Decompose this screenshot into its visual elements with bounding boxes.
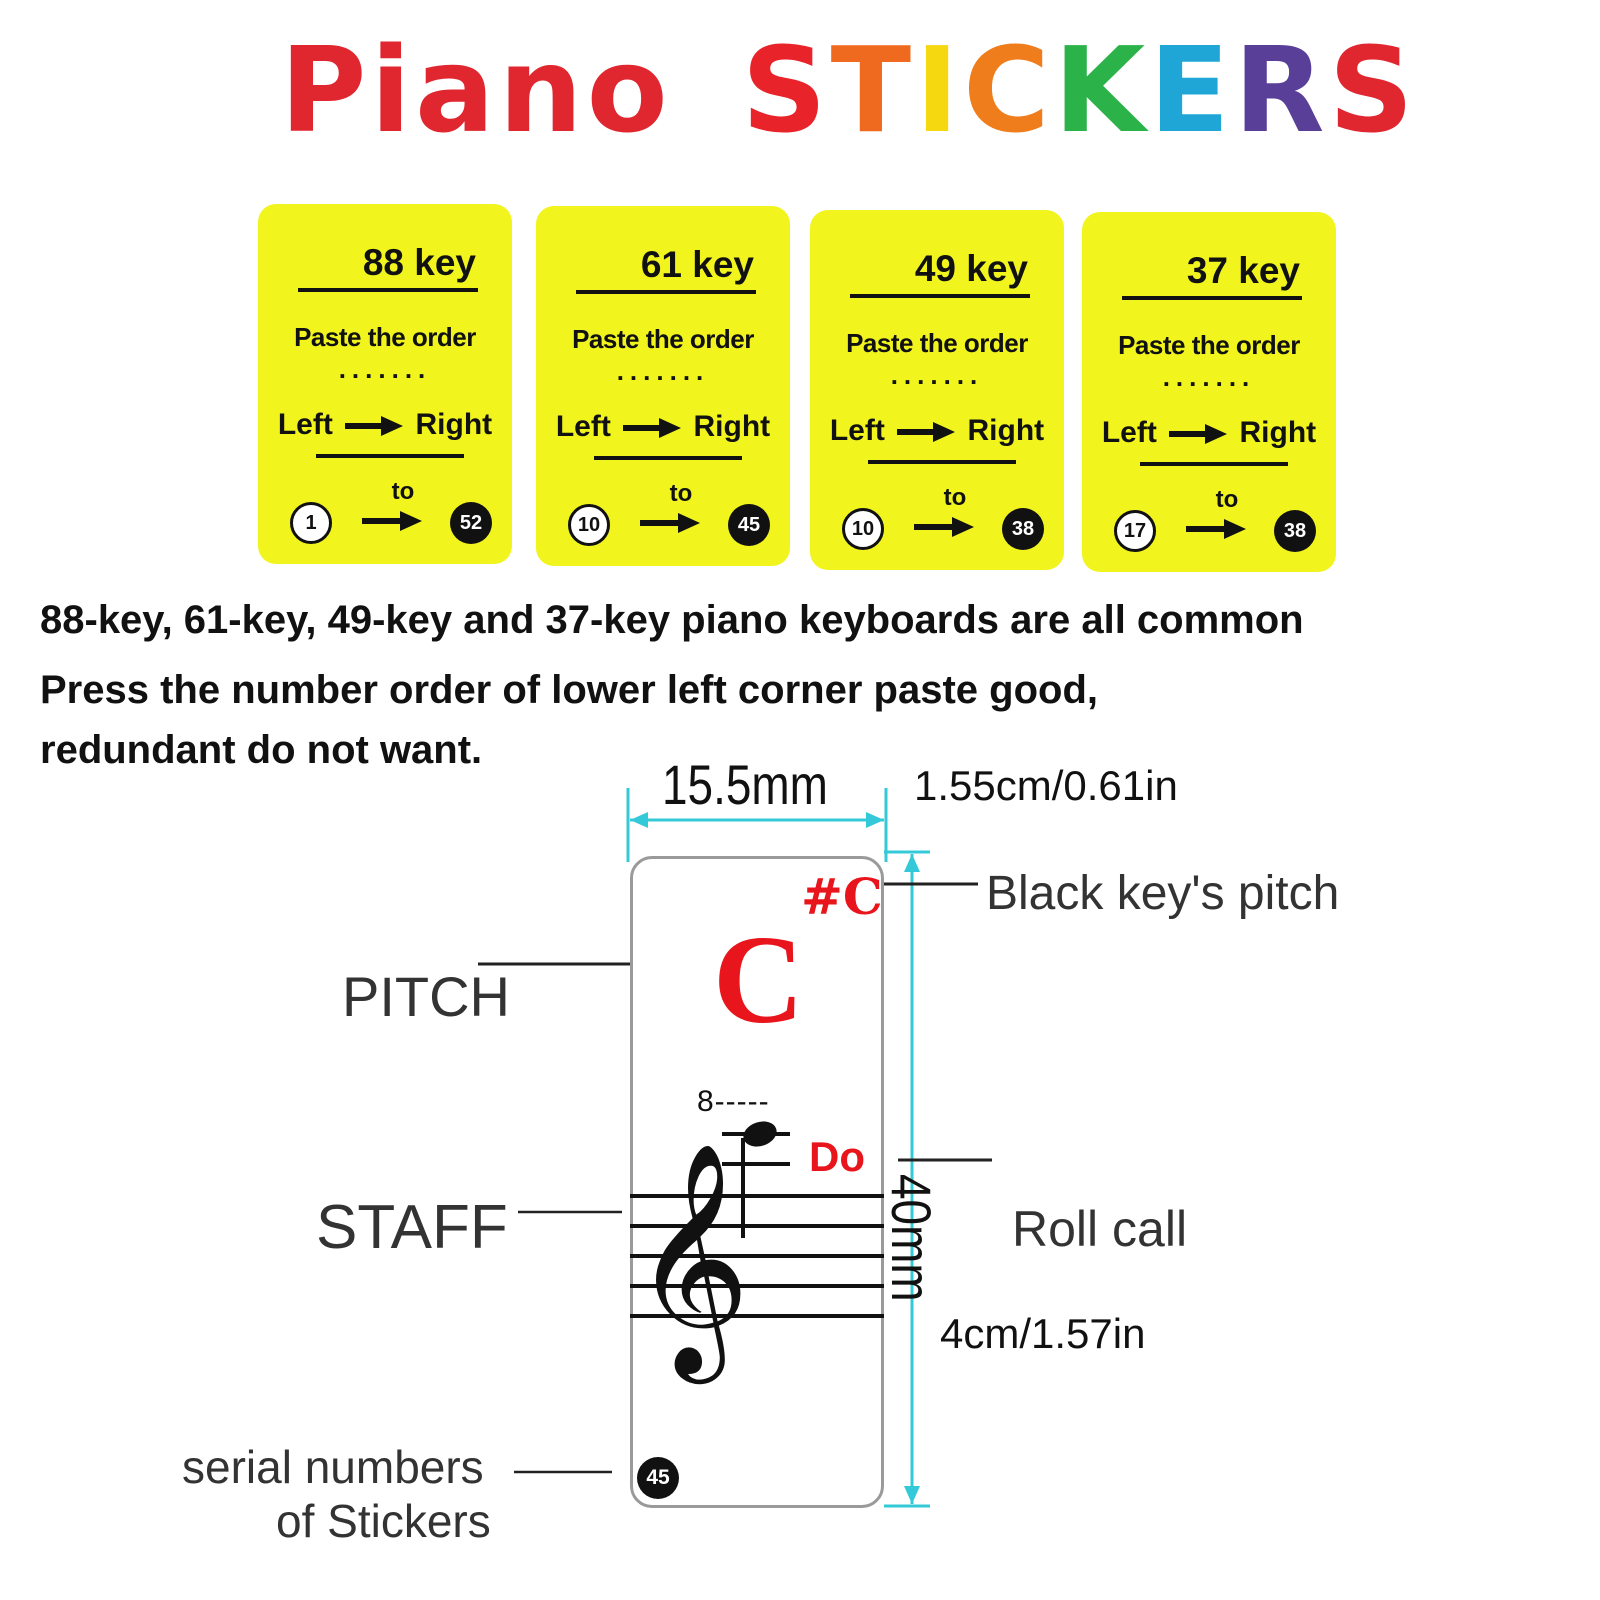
staff-label: STAFF: [316, 1193, 508, 1262]
card-49-key: 49 key Paste the order ....... Left Righ…: [810, 210, 1064, 570]
card-end-number: 52: [450, 502, 492, 544]
card-key-label: 49 key: [914, 248, 1028, 289]
title-word-piano: Piano: [280, 30, 672, 150]
card-start-number: 17: [1114, 510, 1156, 552]
card-left-right: Left Right: [1082, 416, 1336, 450]
card-key-label: 61 key: [640, 244, 754, 285]
card-to-label: to: [669, 480, 693, 507]
title-letter: T: [830, 21, 916, 159]
title-word-stickers: STICKERS: [742, 30, 1418, 150]
width-mm-label: 15.5mm: [662, 753, 828, 816]
to-arrow-icon: [914, 517, 974, 537]
card-paste-order: Paste the order: [572, 324, 754, 354]
card-start-number: 10: [842, 508, 884, 550]
card-dots: .......: [890, 360, 984, 390]
card-left-right: Left Right: [258, 408, 512, 442]
title-letter: i: [370, 21, 415, 159]
card-left-label: Left: [555, 410, 611, 443]
height-cm-in-label: 4cm/1.57in: [940, 1310, 1146, 1357]
card-to-label: to: [943, 484, 967, 511]
card-underline: [576, 290, 756, 294]
card-end-number: 38: [1274, 510, 1316, 552]
card-to-label: to: [1215, 486, 1239, 513]
right-arrow-icon: [1169, 424, 1228, 445]
right-arrow-icon: [623, 418, 682, 439]
card-underline: [868, 460, 1016, 464]
card-to-label: to: [391, 478, 415, 505]
serial-numbers-label-line1: serial numbers: [182, 1441, 484, 1493]
card-key-label: 37 key: [1186, 250, 1300, 291]
title-letter: P: [280, 21, 371, 159]
black-key-pitch-text: #C: [801, 867, 883, 926]
card-88-key: 88 key Paste the order ....... Left Righ…: [258, 204, 512, 564]
card-61-key: 61 key Paste the order ....... Left Righ…: [536, 206, 790, 566]
width-cm-in-label: 1.55cm/0.61in: [914, 762, 1178, 809]
roll-call-syllable: Do: [809, 1133, 865, 1180]
title-letter: K: [1053, 21, 1150, 159]
card-left-label: Left: [829, 414, 885, 447]
card-underline: [594, 456, 742, 460]
card-left-label: Left: [1101, 416, 1157, 449]
roll-call-label: Roll call: [1012, 1201, 1188, 1257]
card-underline: [298, 288, 478, 292]
card-dots: .......: [1162, 362, 1256, 392]
pitch-label: PITCH: [342, 965, 510, 1028]
card-underline: [850, 294, 1030, 298]
to-arrow-icon: [362, 511, 422, 531]
description-line-2: Press the number order of lower left cor…: [40, 668, 1098, 712]
card-right-label: Right: [967, 414, 1045, 447]
card-key-label: 88 key: [362, 242, 476, 283]
title-letter: n: [498, 21, 587, 159]
to-arrow-icon: [640, 513, 700, 533]
title-letter: a: [414, 21, 499, 159]
card-right-label: Right: [1239, 416, 1317, 449]
card-left-label: Left: [277, 408, 333, 441]
title-letter: o: [586, 21, 672, 159]
card-underline: [1122, 296, 1302, 300]
card-paste-order: Paste the order: [294, 322, 476, 352]
card-underline: [316, 454, 464, 458]
serial-numbers-label-line2: of Stickers: [276, 1495, 491, 1547]
card-dots: .......: [338, 354, 432, 384]
card-end-number: 45: [728, 504, 770, 546]
card-left-right: Left Right: [536, 410, 790, 444]
title-letter: S: [741, 21, 831, 159]
card-left-right: Left Right: [810, 414, 1064, 448]
title-letter: E: [1149, 21, 1234, 159]
treble-clef-icon: 𝄞: [632, 1141, 750, 1384]
card-paste-order: Paste the order: [1118, 330, 1300, 360]
card-dots: .......: [616, 356, 710, 386]
height-mm-label: 40mm: [880, 1174, 943, 1302]
staff-notation: 𝄞: [630, 1121, 884, 1384]
black-key-pitch-label: Black key's pitch: [986, 867, 1340, 920]
page-title: Piano STICKERS: [280, 30, 1418, 150]
pitch-letter: C: [713, 911, 804, 1050]
card-37-key: 37 key Paste the order ....... Left Righ…: [1082, 212, 1336, 572]
card-end-number: 38: [1002, 508, 1044, 550]
card-right-label: Right: [693, 410, 771, 443]
card-right-label: Right: [415, 408, 493, 441]
title-letter: R: [1233, 21, 1329, 159]
serial-number-badge: 45: [637, 1457, 679, 1499]
to-arrow-icon: [1186, 519, 1246, 539]
title-letter: I: [915, 21, 964, 159]
card-start-number: 1: [290, 502, 332, 544]
sticker-sample: #C C 8----- Do 45 𝄞: [630, 856, 884, 1508]
octave-mark: 8-----: [697, 1085, 770, 1118]
description-line-1: 88-key, 61-key, 49-key and 37-key piano …: [40, 598, 1304, 642]
description-line-3: redundant do not want.: [40, 728, 483, 772]
title-letter: S: [1328, 21, 1418, 159]
card-start-number: 10: [568, 504, 610, 546]
right-arrow-icon: [345, 416, 404, 437]
card-paste-order: Paste the order: [846, 328, 1028, 358]
title-letter: C: [963, 21, 1054, 159]
card-underline: [1140, 462, 1288, 466]
right-arrow-icon: [897, 422, 956, 443]
